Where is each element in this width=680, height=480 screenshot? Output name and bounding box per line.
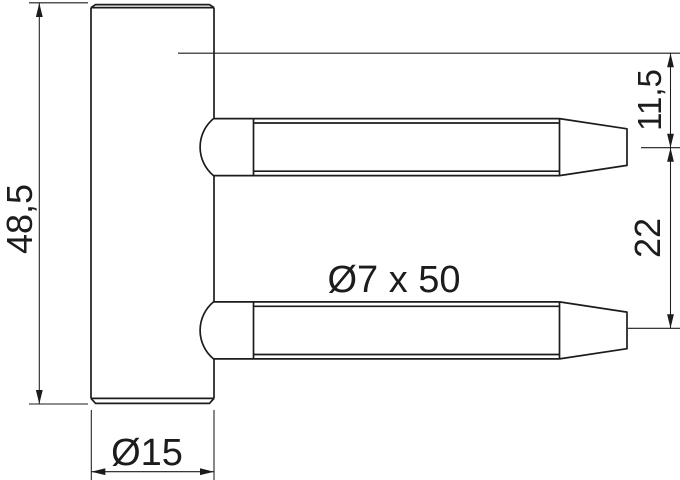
pin-spec: Ø7 x 50 — [327, 259, 460, 301]
offset-arrow-down-icon — [667, 133, 674, 148]
bottom-pin — [199, 301, 628, 360]
dimension-height: 48,5 — [0, 2, 88, 405]
pin-spec-label: Ø7 x 50 — [327, 259, 460, 301]
spacing-arrow-down-icon — [667, 314, 674, 329]
pin-spacing-dim-label: 22 — [627, 218, 668, 258]
height-arrow-down-icon — [35, 390, 43, 404]
body-bottom-chamfer — [90, 397, 215, 405]
diameter-arrow-right-icon — [200, 468, 214, 476]
dimension-body-diameter: Ø15 — [90, 410, 215, 480]
top-pin-dome — [199, 117, 254, 177]
hinge-body-outline — [90, 3, 215, 405]
bottom-pin-dome — [199, 301, 254, 360]
diameter-arrow-left-icon — [91, 468, 106, 476]
spacing-arrow-up-icon — [667, 147, 674, 162]
top-pin — [199, 117, 628, 177]
pin-offset-dim-label: 11,5 — [631, 69, 668, 131]
height-dim-label: 48,5 — [0, 184, 40, 254]
body-top-chamfer — [90, 3, 215, 9]
top-pin-taper — [559, 117, 628, 177]
offset-arrow-up-icon — [667, 53, 674, 68]
height-arrow-up-icon — [35, 3, 43, 17]
body-diameter-dim-label: Ø15 — [111, 432, 183, 474]
dimension-pin-positions: 11,5 22 — [178, 52, 680, 329]
bottom-pin-taper — [559, 301, 628, 360]
